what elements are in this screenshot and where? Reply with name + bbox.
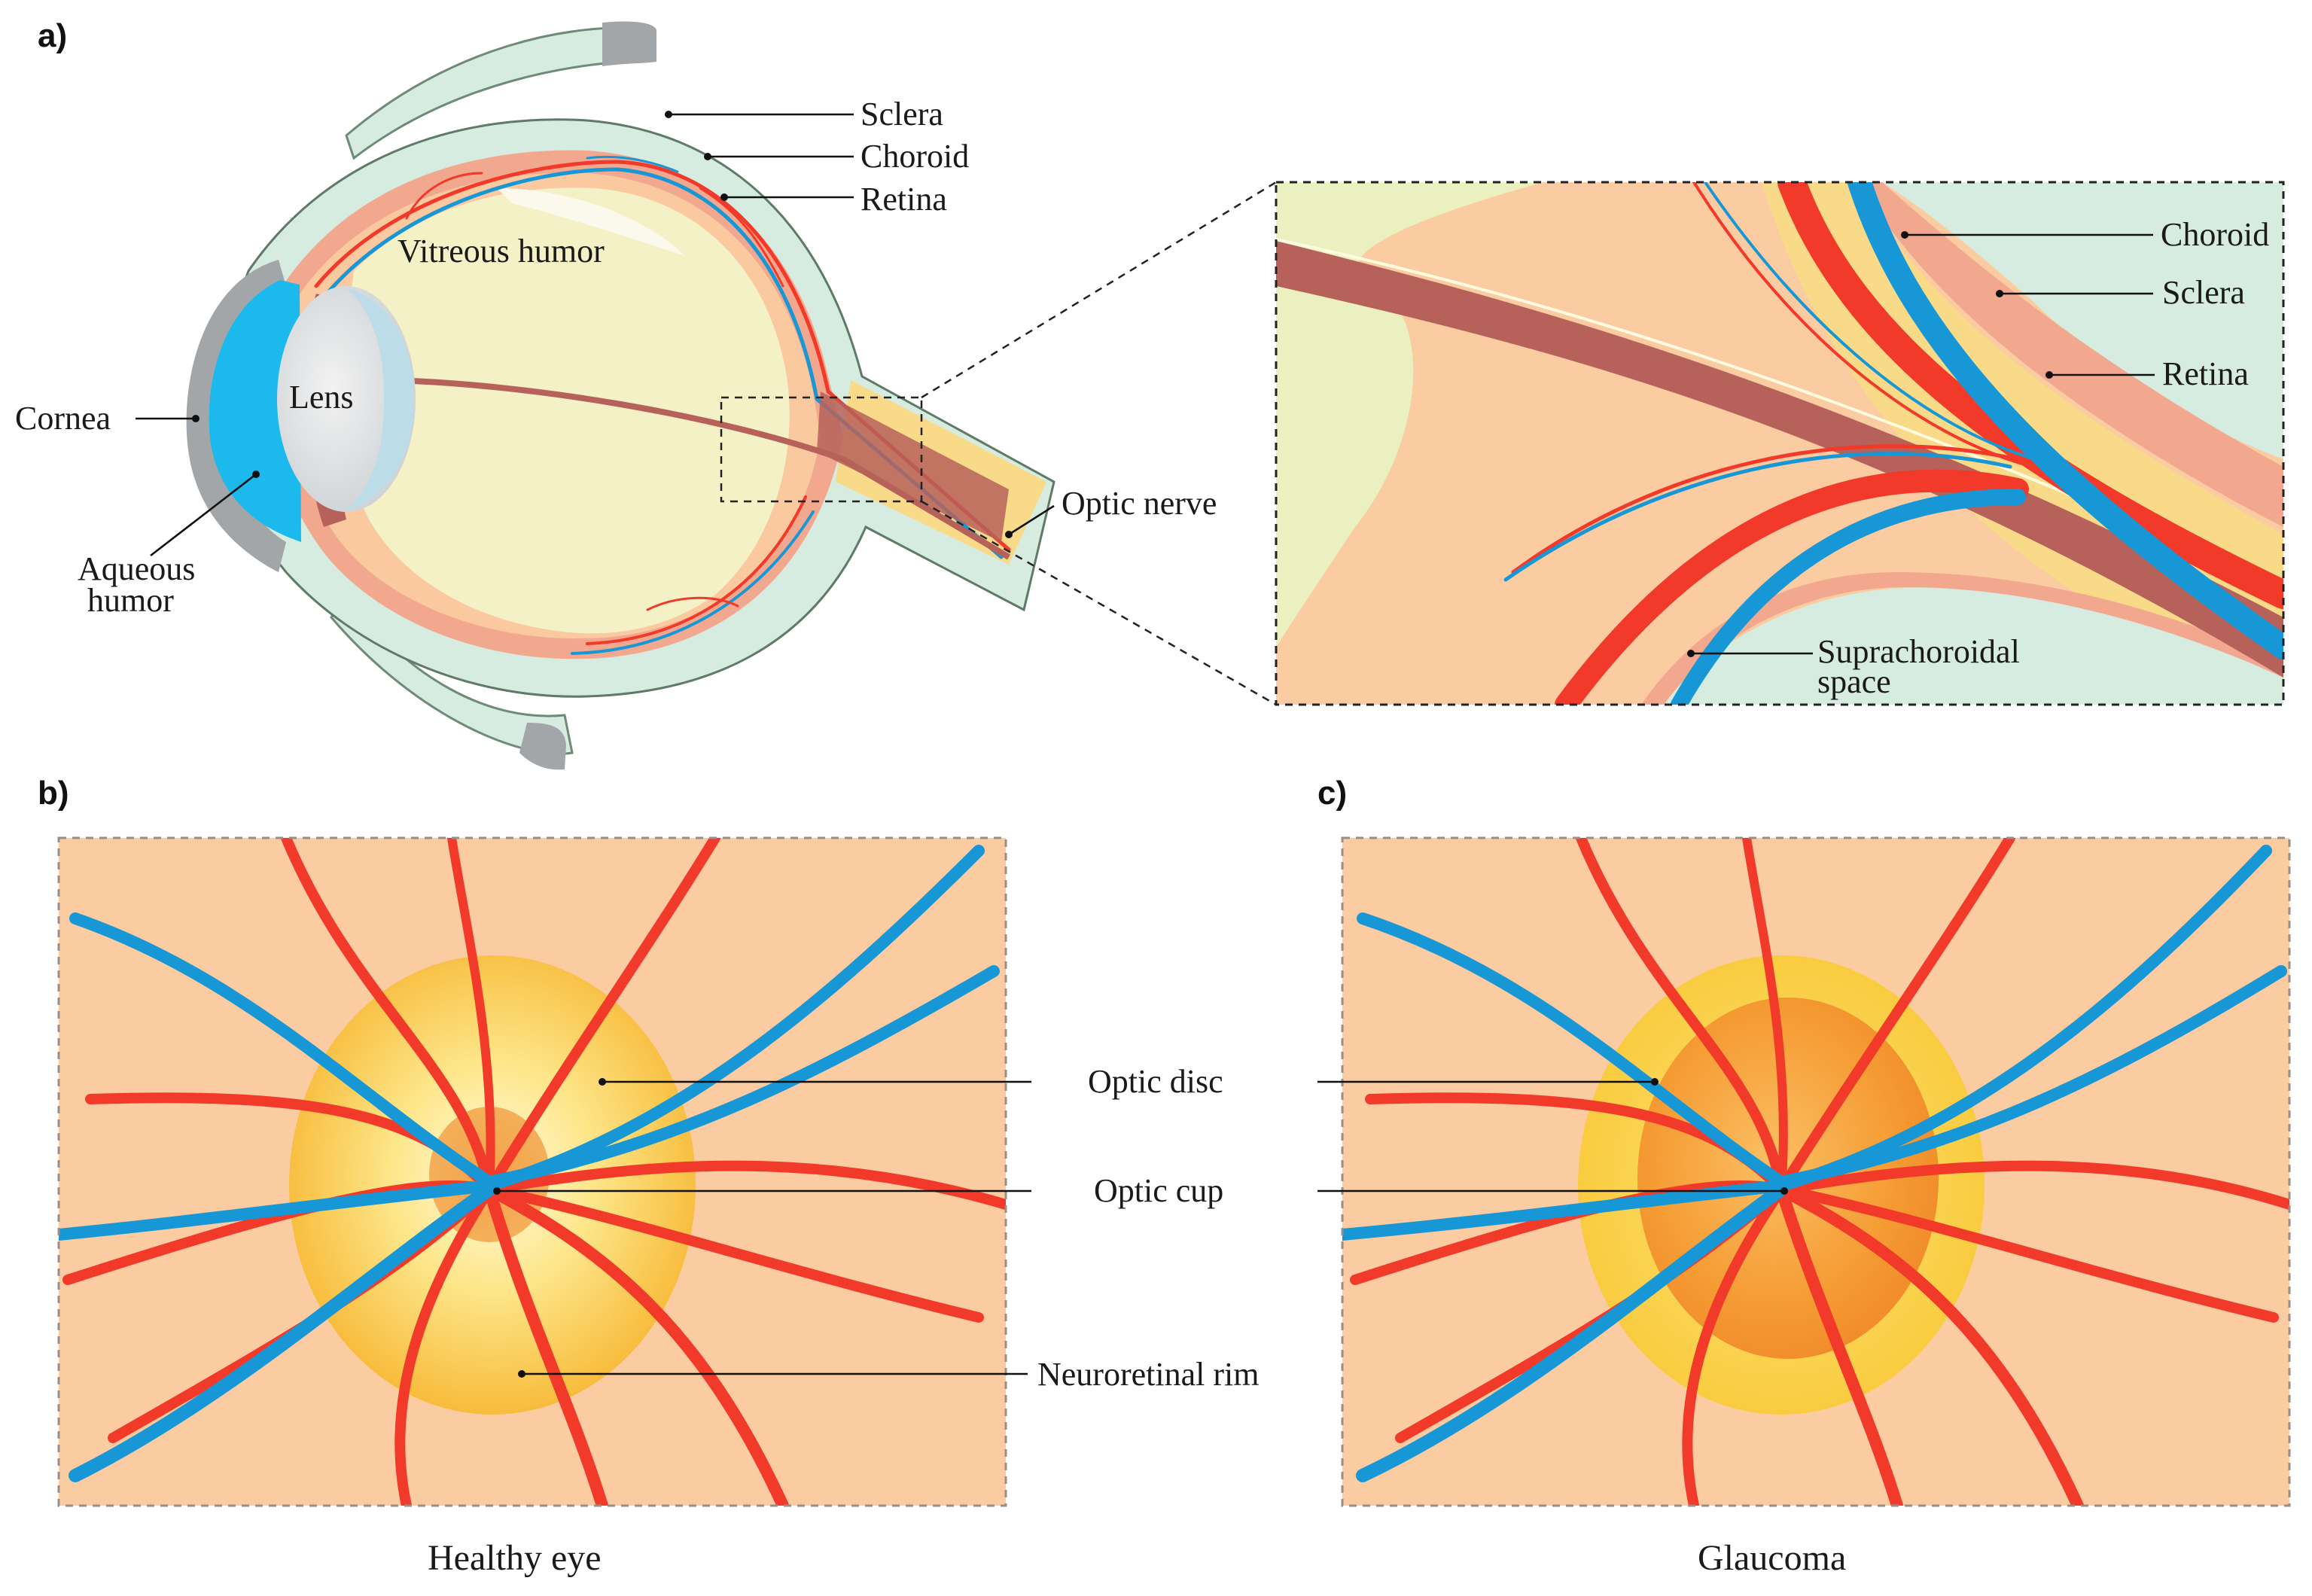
caption-healthy: Healthy eye (428, 1538, 602, 1578)
label-choroid: Choroid (704, 138, 969, 175)
label-optic-disc: Optic disc (599, 1063, 1659, 1100)
vessels-glaucoma (1342, 838, 2289, 1506)
label-optic-cup-text: Optic cup (1094, 1172, 1223, 1209)
label-neuroretinal-rim: Neuroretinal rim (518, 1356, 1259, 1393)
fundus-glaucoma (1341, 836, 2291, 1507)
label-aqueous-text-2: humor (87, 582, 174, 619)
fundus-healthy (57, 836, 1007, 1507)
inset-label-sclera: Sclera (1996, 274, 2245, 311)
panel-b-label: b) (38, 775, 69, 812)
cornea-shape (186, 260, 286, 572)
vitreous-body (345, 187, 790, 634)
label-aqueous-text-1: Aqueous (78, 550, 195, 587)
inset-label-retina: Retina (2045, 355, 2249, 392)
panel-a-label: a) (38, 17, 67, 54)
inset-magnified (1276, 182, 2283, 705)
inset-label-suprachoroidal: Suprachoroidal space (1687, 633, 2020, 700)
caption-glaucoma: Glaucoma (1698, 1538, 1846, 1578)
upper-eyelid-tip (602, 21, 656, 66)
inset-choroid-text: Choroid (2161, 216, 2269, 253)
zoom-box (720, 396, 923, 503)
inset-label-choroid: Choroid (1901, 216, 2269, 253)
inset-retina-text: Retina (2162, 355, 2249, 392)
aqueous-humor (209, 280, 301, 542)
inset-frame (1275, 181, 2285, 706)
label-optic-cup: Optic cup (493, 1172, 1788, 1209)
label-aqueous-humor: Aqueous humor (78, 471, 260, 619)
label-optic-nerve: Optic nerve (1005, 485, 1217, 538)
suprachoroidal-text-2: space (1817, 663, 1891, 700)
label-optic-nerve-text: Optic nerve (1062, 485, 1217, 522)
label-lens: Lens (289, 379, 354, 416)
label-sclera-text: Sclera (861, 96, 943, 132)
suprachoroidal-text-1: Suprachoroidal (1817, 633, 2020, 670)
panel-c-label: c) (1317, 775, 1347, 812)
lower-eyelid-tip (519, 723, 566, 770)
label-retina-text: Retina (861, 181, 947, 218)
label-optic-disc-text: Optic disc (1088, 1063, 1223, 1100)
label-sclera: Sclera (665, 96, 943, 132)
zoom-connector-bottom (921, 500, 1277, 706)
vitreous-highlight (497, 188, 685, 256)
label-cornea: Cornea (15, 400, 200, 437)
label-vitreous-humor: Vitreous humor (398, 233, 605, 270)
zoom-connector-top (921, 181, 1277, 399)
eye-cross-section (186, 21, 1055, 770)
optic-nerve-stem (817, 391, 1009, 542)
label-choroid-text: Choroid (861, 138, 969, 175)
retinal-vessels (314, 155, 1011, 655)
vessels-healthy (59, 838, 1006, 1506)
hyaloid-canal (391, 377, 1011, 560)
label-cornea-text: Cornea (15, 400, 111, 437)
label-neuroretinal-rim-text: Neuroretinal rim (1037, 1356, 1259, 1393)
lens-edge (346, 288, 414, 510)
label-retina: Retina (720, 181, 947, 218)
inset-sclera-text: Sclera (2162, 274, 2245, 311)
